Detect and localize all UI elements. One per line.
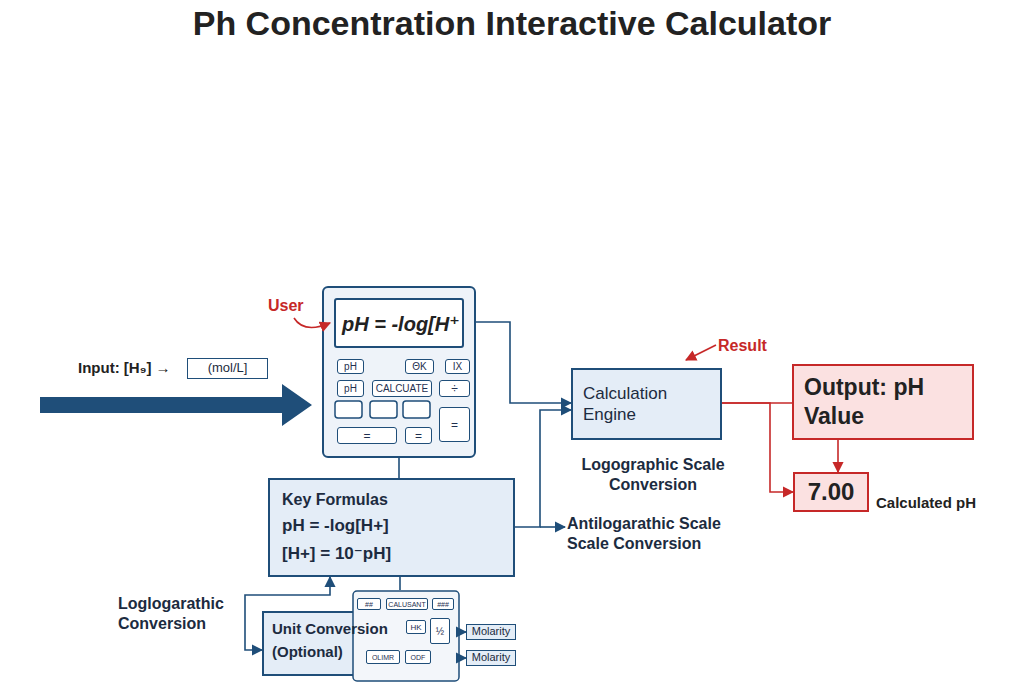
annotation-label: Logographic Scale Conversion (568, 455, 738, 495)
output-box: Output: pH Value (792, 364, 974, 440)
formula-text: pH = -log[H+] (282, 512, 501, 540)
calculator-display: pH = -log[H⁺ (334, 298, 464, 348)
input-flow-arrow (40, 384, 312, 426)
antilog-leader (540, 526, 565, 528)
result-value: 7.00 (808, 477, 855, 507)
box-text: Output: pH Value (804, 373, 939, 431)
connector-label: Loglogarathic Conversion (118, 594, 240, 634)
box-text: Molarity (472, 651, 511, 665)
annotation-label: Result (718, 336, 788, 356)
annotation-label: Antilogarathic Scale Scale Conversion (567, 514, 739, 554)
mini-calculator-key: CALUSANT (386, 598, 428, 610)
mini-calculator-key: ## (357, 598, 381, 610)
formula-text: [H+] = 10⁻pH] (282, 540, 501, 568)
key-label: pH (344, 361, 357, 372)
key-label: ΘK (412, 361, 426, 372)
calculator-body: pH = -log[H⁺ pH ΘK IX pH CALCUATE ÷ = = = (322, 286, 476, 458)
molarity-box: Molarity (466, 624, 516, 640)
connector (722, 403, 793, 492)
key-label: ### (437, 601, 449, 608)
key-label: CALUSANT (388, 601, 425, 608)
key-label: = (415, 429, 422, 443)
box-text: (mol/L] (208, 360, 248, 376)
connector (460, 631, 466, 633)
mini-calculator-key: ODF (405, 650, 431, 664)
box-text: Molarity (472, 625, 511, 639)
key-label: ## (365, 601, 373, 608)
calculator-key: = (439, 407, 470, 442)
box-text: Calculation Engine (583, 383, 698, 426)
result-box: 7.00 (793, 472, 869, 512)
key-label: ÷ (451, 382, 458, 396)
connector (515, 410, 571, 527)
calculator-key: = (337, 427, 397, 444)
calculator-key: pH (337, 359, 364, 374)
result-leader (686, 345, 716, 360)
molarity-box: Molarity (466, 650, 516, 666)
connector (245, 577, 330, 650)
calculator-key: CALCUATE (372, 380, 432, 397)
annotation-label: User (268, 296, 318, 316)
calculator-key: = (405, 427, 432, 444)
mini-calculator-key: ½ (430, 618, 450, 644)
key-label: ½ (436, 626, 444, 637)
annotation-label: Input: [H₉] → (78, 359, 188, 378)
key-label: = (451, 418, 458, 432)
key-label: pH (344, 383, 357, 394)
key-label: ODF (411, 654, 426, 661)
annotation-label: Calculated pH (876, 494, 996, 513)
connector (476, 322, 571, 403)
calculator-key: ΘK (405, 359, 434, 374)
key-label: = (363, 429, 370, 443)
mini-calculator-key: ### (432, 598, 454, 610)
key-label: IX (453, 361, 462, 372)
key-label: OLIMR (372, 654, 394, 661)
box-heading: Key Formulas (282, 488, 501, 512)
calculator-key: ÷ (439, 380, 470, 397)
connector (399, 577, 401, 590)
connector (398, 458, 400, 478)
process-box: Calculation Engine (571, 368, 722, 440)
key-label: CALCUATE (376, 383, 429, 394)
formula-box: Key FormulaspH = -log[H+][H+] = 10⁻pH] (268, 478, 515, 577)
calculator-key: pH (337, 380, 364, 397)
connector (460, 657, 466, 659)
mini-calculator-key: HK (406, 620, 426, 634)
calculator-key: IX (445, 359, 470, 374)
unit-input-box: (mol/L] (187, 358, 268, 379)
connector (722, 402, 792, 404)
key-label: HK (410, 623, 421, 632)
diagram-title: Ph Concentration Interactive Calculator (0, 2, 1024, 45)
mini-calculator-key: OLIMR (366, 650, 400, 664)
connector (837, 440, 839, 472)
